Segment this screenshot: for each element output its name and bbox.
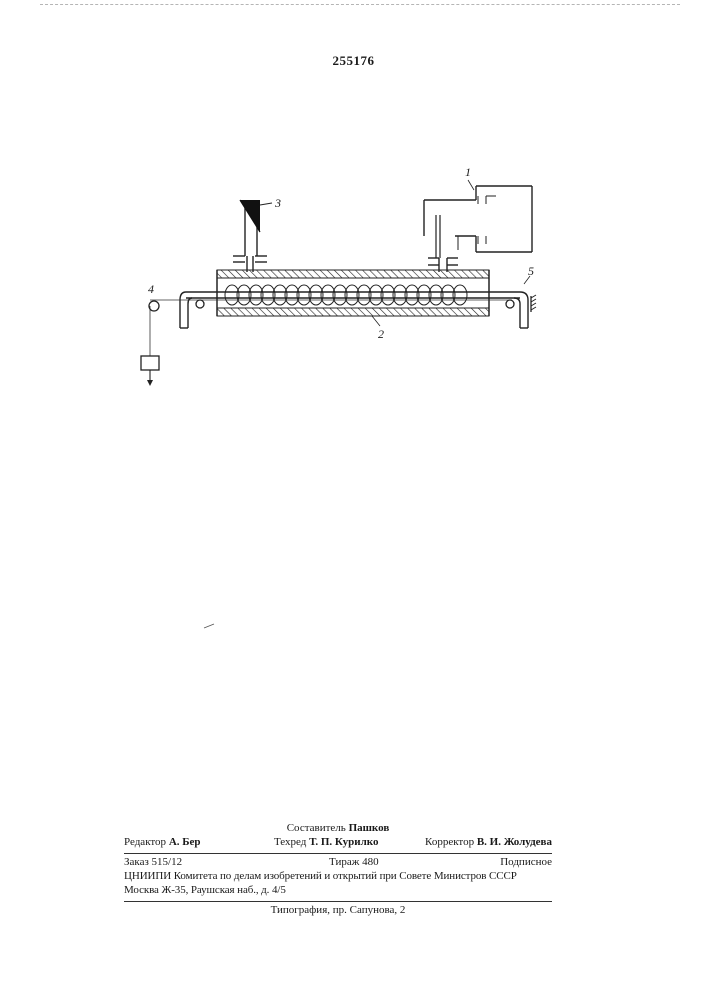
compiler-line: Составитель Пашков: [124, 822, 552, 836]
rule-bottom: [124, 901, 552, 902]
order-number: Заказ 515/12: [124, 856, 182, 868]
compiler-label: Составитель: [287, 822, 346, 834]
order-line: Заказ 515/12 Тираж 480 Подписное: [124, 856, 552, 870]
techred: Техред Т. П. Курилко: [274, 836, 378, 848]
compiler-name: Пашков: [349, 822, 390, 834]
hanging-weight: [141, 356, 159, 386]
editor: Редактор А. Бер: [124, 836, 201, 848]
label-5: 5: [528, 264, 534, 278]
subscription: Подписное: [500, 856, 552, 868]
pulley-4: [149, 301, 159, 311]
left-inner-roller: [196, 300, 204, 308]
institute-line: ЦНИИПИ Комитета по делам изобретений и о…: [124, 870, 552, 884]
label-2: 2: [378, 327, 384, 341]
tube-body: [217, 270, 489, 316]
right-inner-roller: [506, 300, 514, 308]
corrector: Корректор В. И. Жолудева: [425, 836, 552, 848]
address-line: Москва Ж-35, Раушская наб., д. 4/5: [124, 884, 552, 898]
label-4: 4: [148, 282, 154, 296]
rule-top: [124, 853, 552, 854]
printer-line: Типография, пр. Сапунова, 2: [124, 904, 552, 918]
helical-spring: [225, 285, 467, 305]
leader-2: [372, 316, 380, 326]
circulation: Тираж 480: [329, 856, 379, 868]
label-1: 1: [465, 165, 471, 179]
right-port: [428, 215, 458, 272]
scan-speck: [204, 624, 214, 628]
colophon: Составитель Пашков Редактор А. Бер Техре…: [124, 822, 552, 918]
staff-line: Редактор А. Бер Техред Т. П. Курилко Кор…: [124, 836, 552, 850]
label-3: 3: [274, 196, 281, 210]
